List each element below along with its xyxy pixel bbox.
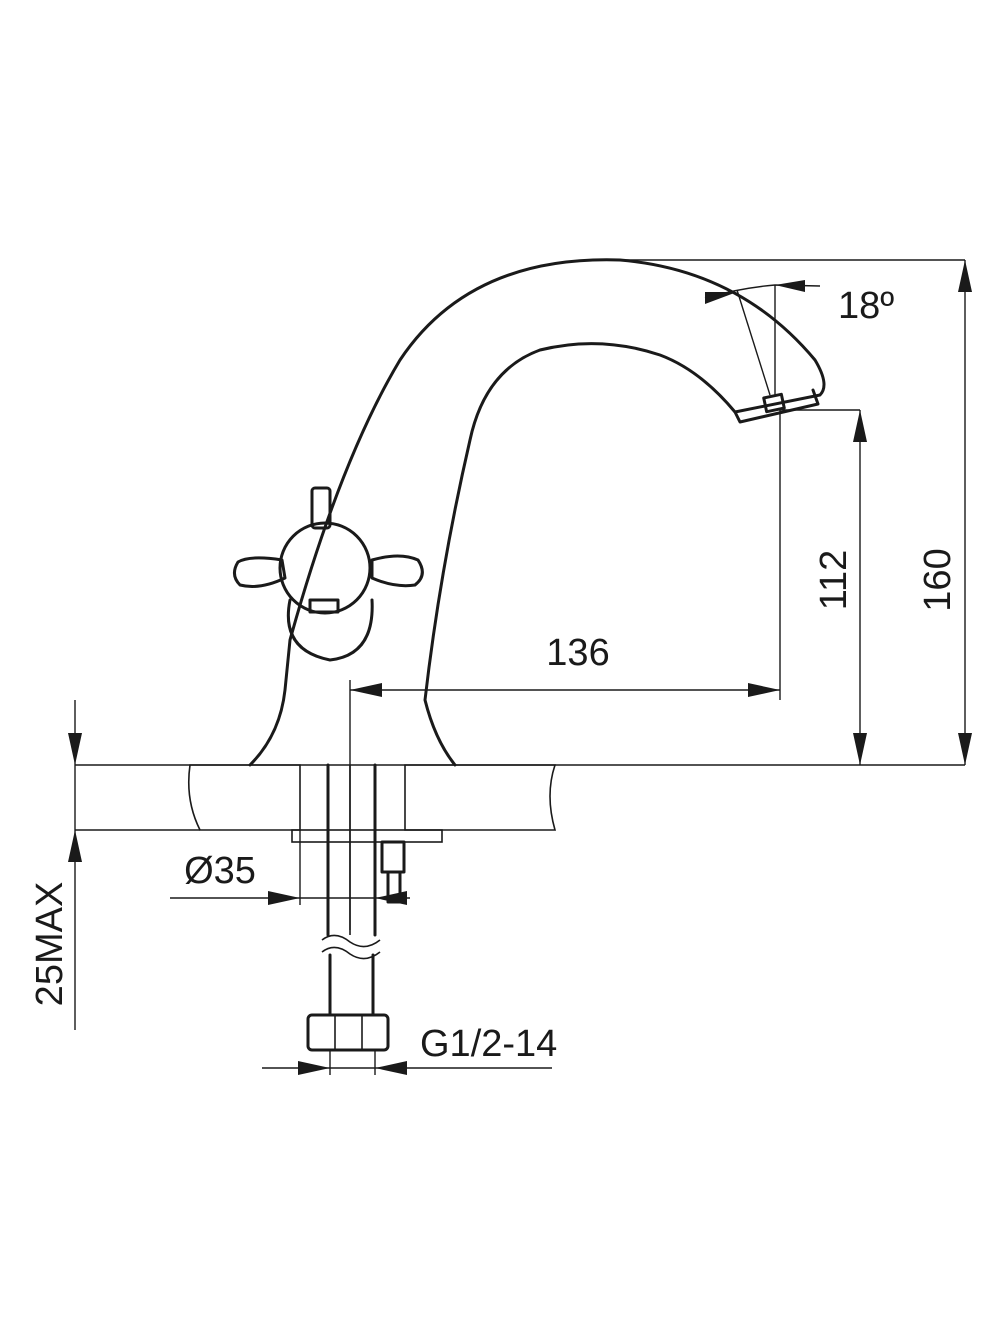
label-112: 112	[813, 550, 855, 611]
dim-thread	[262, 1050, 552, 1075]
dim-diameter-35	[170, 830, 410, 905]
label-diameter: Ø35	[184, 850, 256, 892]
label-25max: 25MAX	[29, 882, 71, 1007]
countertop-section	[75, 764, 965, 843]
dim-112	[780, 409, 867, 765]
dim-160	[625, 259, 972, 765]
dim-25max	[68, 700, 82, 1030]
label-angle: 18º	[838, 285, 894, 327]
label-thread: G1/2-14	[420, 1023, 557, 1065]
label-160: 160	[917, 548, 959, 611]
dim-136	[349, 410, 781, 930]
dim-18deg	[704, 280, 821, 396]
handle-cross	[233, 486, 424, 662]
faucet-body	[248, 258, 826, 767]
label-136: 136	[546, 632, 609, 674]
supply-hose	[306, 763, 390, 1052]
